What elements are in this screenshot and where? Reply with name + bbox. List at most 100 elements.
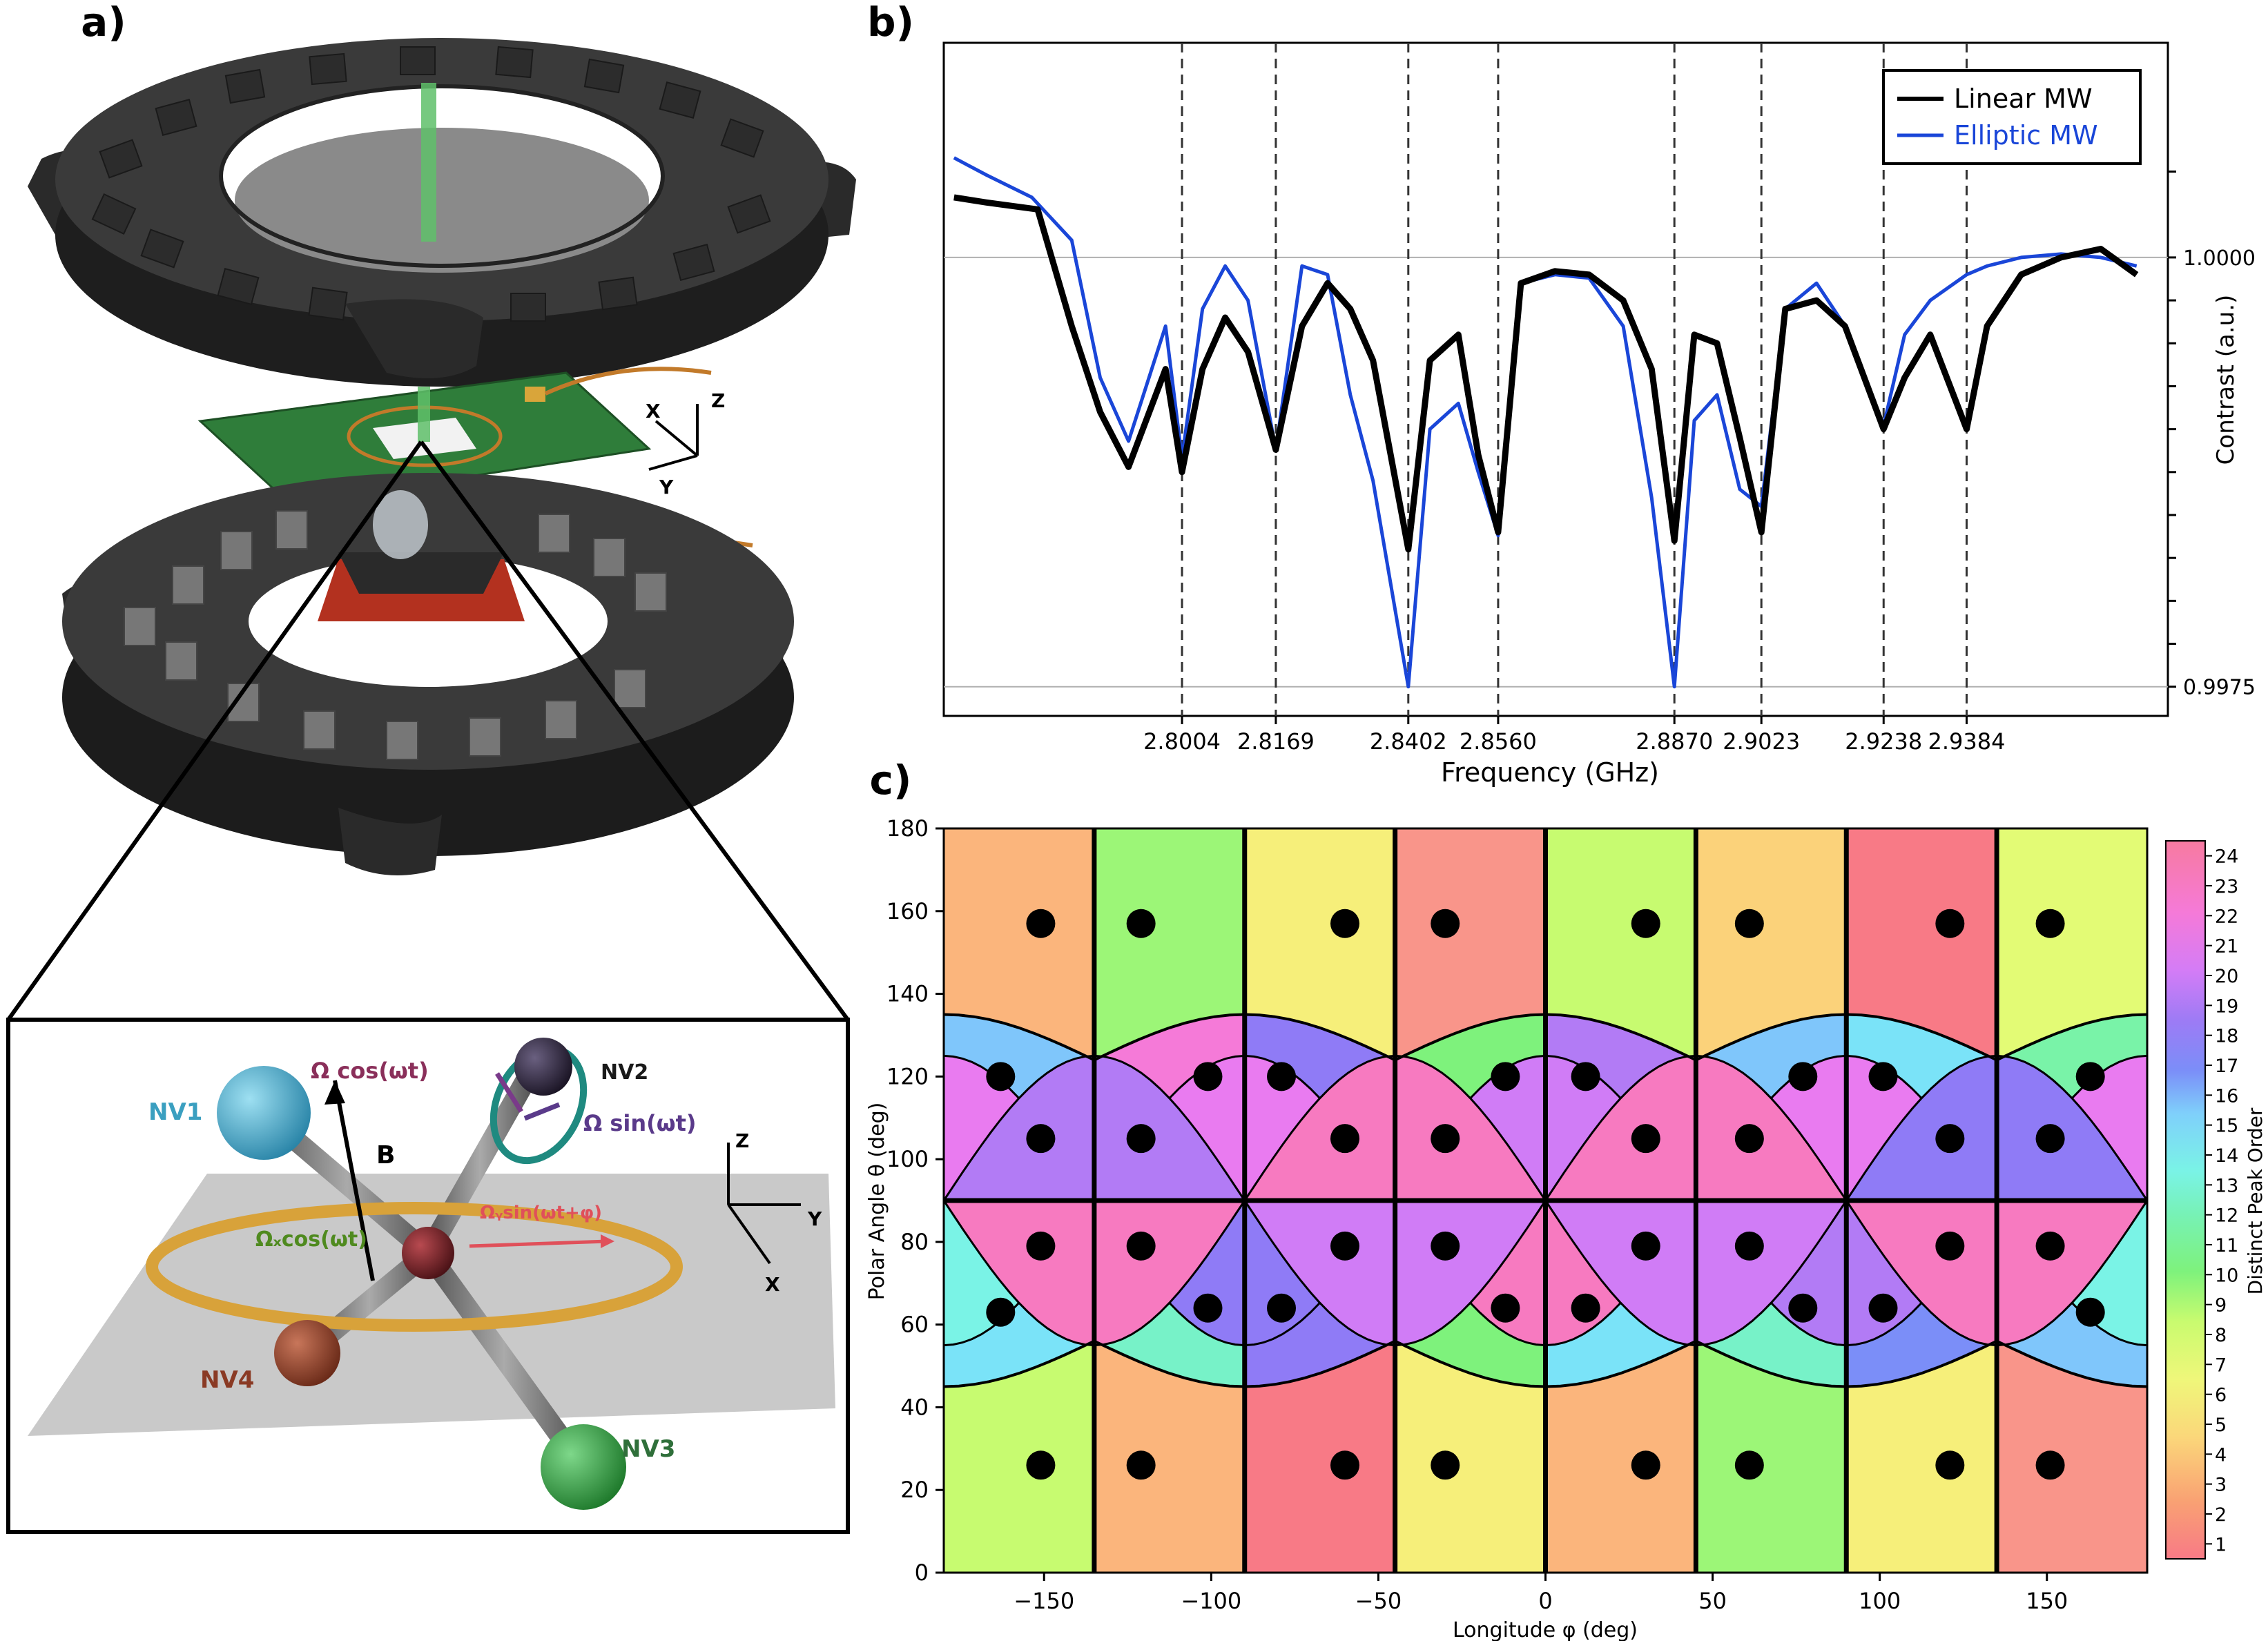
- cbar-tick-label-11: 12: [2215, 1205, 2238, 1227]
- label-nv2: NV2: [601, 1060, 648, 1085]
- marker-27: [1431, 1231, 1460, 1261]
- marker-38: [1868, 1293, 1898, 1323]
- marker-0: [1026, 909, 1056, 938]
- reference-lines: [944, 256, 2168, 688]
- marker-7: [2035, 909, 2065, 938]
- lon-tick-label-1: −100: [1181, 1588, 1241, 1614]
- upper-magnet-ring: [28, 38, 856, 387]
- spectrum-ylabel: Contrast (a.u.): [2212, 295, 2240, 465]
- panel-a: a): [6, 0, 856, 1534]
- marker-33: [1193, 1293, 1223, 1323]
- marker-28: [1631, 1231, 1660, 1261]
- freq-tick-label-6: 2.9238: [1845, 728, 1922, 755]
- label-b-field: B: [376, 1141, 395, 1169]
- lon-tick-label-0: −150: [1014, 1588, 1074, 1614]
- marker-29: [1734, 1231, 1764, 1261]
- map-xlabel: Longitude φ (deg): [1453, 1618, 1638, 1641]
- b-field-arrow: [333, 1080, 375, 1281]
- label-omega-cos: Ω cos(ωt): [311, 1058, 429, 1084]
- marker-32: [986, 1297, 1016, 1327]
- cbar-tick-label-2: 3: [2215, 1475, 2227, 1496]
- colorbar-label: Distinct Peak Order: [2244, 1107, 2267, 1294]
- cbar-tick-label-12: 13: [2215, 1175, 2238, 1196]
- polar-tick-label-0: 0: [915, 1560, 929, 1586]
- marker-19: [1431, 1124, 1460, 1154]
- legend-elliptic: Elliptic MW: [1954, 120, 2098, 150]
- cbar-tick-label-4: 5: [2215, 1415, 2227, 1436]
- panel-a-label: a): [81, 0, 126, 46]
- arc-upper-0: [944, 1013, 1095, 1062]
- spectrum-legend: Linear MW Elliptic MW: [1882, 69, 2142, 165]
- cbar-tick-label-9: 10: [2215, 1265, 2238, 1286]
- lon-tick-label-5: 100: [1859, 1588, 1901, 1614]
- polar-tick-label-2: 40: [900, 1394, 929, 1420]
- arc-upper-4: [1996, 1013, 2147, 1062]
- arc-lower-0: [944, 1339, 1095, 1388]
- marker-40: [1026, 1450, 1056, 1480]
- cbar-tick-label-13: 14: [2215, 1145, 2238, 1167]
- freq-tick-label-7: 2.9384: [1928, 728, 2005, 755]
- lon-tick-label-3: 0: [1538, 1588, 1552, 1614]
- freq-tick-label-5: 2.9023: [1723, 728, 1800, 755]
- lon-tick-label-6: 150: [2026, 1588, 2068, 1614]
- nv2-sphere: [514, 1038, 572, 1096]
- marker-14: [1868, 1062, 1898, 1091]
- colorbar-fill: [2165, 840, 2206, 1560]
- peak-order-map: [944, 828, 2147, 1573]
- lon-tick-label-4: 50: [1698, 1588, 1727, 1614]
- label-nv1: NV1: [148, 1098, 202, 1126]
- marker-22: [1935, 1124, 1965, 1154]
- marker-26: [1330, 1231, 1359, 1261]
- marker-35: [1491, 1293, 1520, 1323]
- marker-12: [1571, 1062, 1600, 1091]
- inset-axes: [727, 1143, 801, 1265]
- cbar-tick-label-7: 8: [2215, 1325, 2227, 1346]
- marker-44: [1631, 1450, 1660, 1480]
- marker-24: [1026, 1231, 1056, 1261]
- marker-3: [1431, 909, 1460, 938]
- cbar-tick-label-5: 6: [2215, 1385, 2227, 1406]
- spectrum-curves: [953, 156, 2139, 689]
- marker-11: [1491, 1062, 1520, 1091]
- marker-10: [1267, 1062, 1297, 1091]
- device-axis-x: X: [646, 400, 661, 423]
- device-axes: [648, 404, 699, 471]
- lower-magnet-ring: [62, 473, 794, 875]
- marker-36: [1571, 1293, 1600, 1323]
- arc-lower-4: [1996, 1339, 2147, 1388]
- legend-linear: Linear MW: [1954, 84, 2093, 114]
- marker-34: [1267, 1293, 1297, 1323]
- inset-axis-z: Z: [735, 1129, 749, 1152]
- marker-6: [1935, 909, 1965, 938]
- marker-5: [1734, 909, 1764, 938]
- freq-tick-label-4: 2.8870: [1636, 728, 1713, 755]
- marker-41: [1126, 1450, 1156, 1480]
- marker-46: [1935, 1450, 1965, 1480]
- cbar-tick-label-10: 11: [2215, 1235, 2238, 1256]
- marker-43: [1431, 1450, 1460, 1480]
- freq-tick-label-2: 2.8402: [1370, 728, 1447, 755]
- device-axis-z: Z: [711, 389, 725, 412]
- label-nv3: NV3: [621, 1435, 675, 1463]
- label-nv4: NV4: [200, 1366, 254, 1394]
- marker-9: [1193, 1062, 1223, 1091]
- map-ylabel: Polar Angle θ (deg): [865, 1103, 889, 1301]
- series-linear: [953, 194, 2139, 553]
- cbar-tick-label-20: 21: [2215, 936, 2238, 958]
- inset-axis-x: X: [765, 1273, 780, 1296]
- cbar-tick-label-15: 16: [2215, 1085, 2238, 1107]
- contrast-tick-label-0: 1.0000: [2183, 246, 2256, 271]
- cbar-tick-label-8: 9: [2215, 1295, 2227, 1317]
- device-axis-y: Y: [659, 476, 674, 498]
- marker-4: [1631, 909, 1660, 938]
- colorbar: 123456789101112131415161718192021222324 …: [2165, 840, 2267, 1560]
- marker-21: [1734, 1124, 1764, 1154]
- marker-16: [1026, 1124, 1056, 1154]
- polar-tick-label-9: 180: [886, 815, 929, 842]
- freq-tick-label-3: 2.8560: [1460, 728, 1537, 755]
- nv1-sphere: [217, 1066, 311, 1160]
